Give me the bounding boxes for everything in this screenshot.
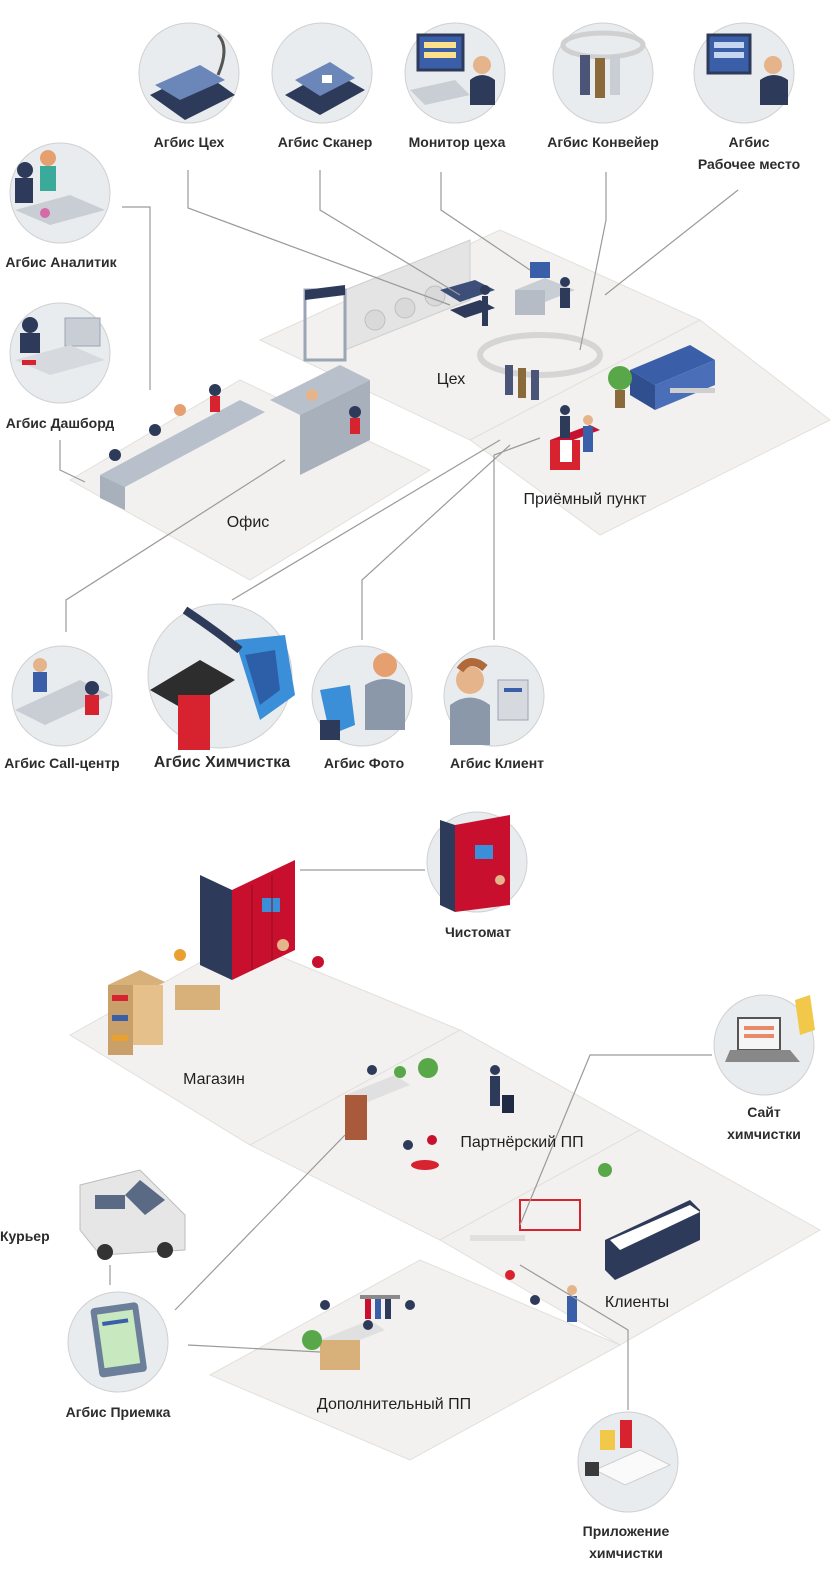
- label-workplace-module: Агбис Рабочее место: [698, 131, 800, 176]
- label-zone-additional: Дополнительный ПП: [316, 1396, 472, 1413]
- app-icon: [577, 1411, 679, 1513]
- label-workplace-line2: Рабочее место: [697, 156, 801, 173]
- label-zone-clients: Клиенты: [604, 1294, 670, 1311]
- shop-shelves: [108, 939, 324, 1055]
- conveyor-rail: [477, 332, 603, 400]
- ceh-icon: [138, 22, 240, 124]
- top-floor-area: [68, 229, 831, 581]
- label-zone-reception: Приёмный пункт: [523, 491, 647, 508]
- label-site: Сайт химчистки: [727, 1101, 801, 1146]
- top-connectors: [59, 170, 739, 640]
- label-app: Приложение химчистки: [583, 1520, 670, 1565]
- label-dashboard-module: Агбис Дашборд: [5, 415, 115, 431]
- client-icon: [443, 645, 545, 747]
- label-zone-office: Офис: [226, 514, 270, 531]
- label-app-line2: химчистки: [589, 1545, 663, 1562]
- label-zone-partner: Партнёрский ПП: [460, 1134, 584, 1151]
- label-callcenter-module: Агбис Call-центр: [4, 755, 120, 771]
- office-desks: [100, 365, 370, 510]
- ceh-machines: [303, 239, 495, 362]
- label-client-module: Агбис Клиент: [449, 755, 545, 771]
- label-courier: Курьер: [0, 1228, 50, 1244]
- scanner-icon: [271, 22, 373, 124]
- workplace-icon: [693, 22, 795, 124]
- label-site-line2: химчистки: [727, 1126, 801, 1143]
- clients-room: [470, 1163, 700, 1322]
- label-zone-shop: Магазин: [183, 1071, 245, 1088]
- label-conveyor-module: Агбис Конвейер: [547, 134, 659, 150]
- photo-icon: [311, 645, 413, 747]
- reception-sofa: [608, 345, 715, 410]
- label-ceh-module: Агбис Цех: [153, 134, 225, 150]
- label-app-line1: Приложение: [582, 1523, 670, 1539]
- partner-counter: [345, 1058, 514, 1170]
- label-workplace-line1: Агбис: [728, 134, 770, 150]
- label-zone-ceh: Цех: [436, 371, 466, 388]
- label-monitor-module: Монитор цеха: [408, 134, 506, 150]
- reception-floor: [469, 319, 831, 536]
- monitor-icon: [404, 22, 506, 124]
- additional-floor: [208, 1259, 622, 1461]
- label-chistomat: Чистомат: [444, 924, 512, 940]
- label-site-line1: Сайт: [747, 1104, 781, 1120]
- reception-counter: [550, 405, 600, 470]
- dashboard-icon: [9, 302, 111, 404]
- label-priemka-module: Агбис Приемка: [65, 1404, 171, 1420]
- callcenter-icon: [11, 645, 113, 747]
- label-scanner-module: Агбис Сканер: [277, 134, 373, 150]
- label-photo-module: Агбис Фото: [323, 755, 405, 771]
- conveyor-icon: [552, 22, 654, 124]
- bottom-floor-area: [69, 860, 822, 1461]
- chistomat-icon: [426, 811, 528, 913]
- courier-van: [79, 1169, 186, 1260]
- additional-counter: [302, 1295, 415, 1370]
- drycleaning-icon: [147, 603, 295, 750]
- monitor-desk: [515, 262, 575, 315]
- bottom-connectors: [109, 869, 712, 1410]
- label-analytic-module: Агбис Аналитик: [5, 254, 117, 270]
- label-drycleaning-module: Агбис Химчистка: [153, 754, 291, 771]
- chistomat-locker: [200, 860, 295, 980]
- site-icon: [713, 994, 815, 1096]
- analytic-icon: [9, 142, 111, 244]
- tablet-icon: [67, 1291, 169, 1393]
